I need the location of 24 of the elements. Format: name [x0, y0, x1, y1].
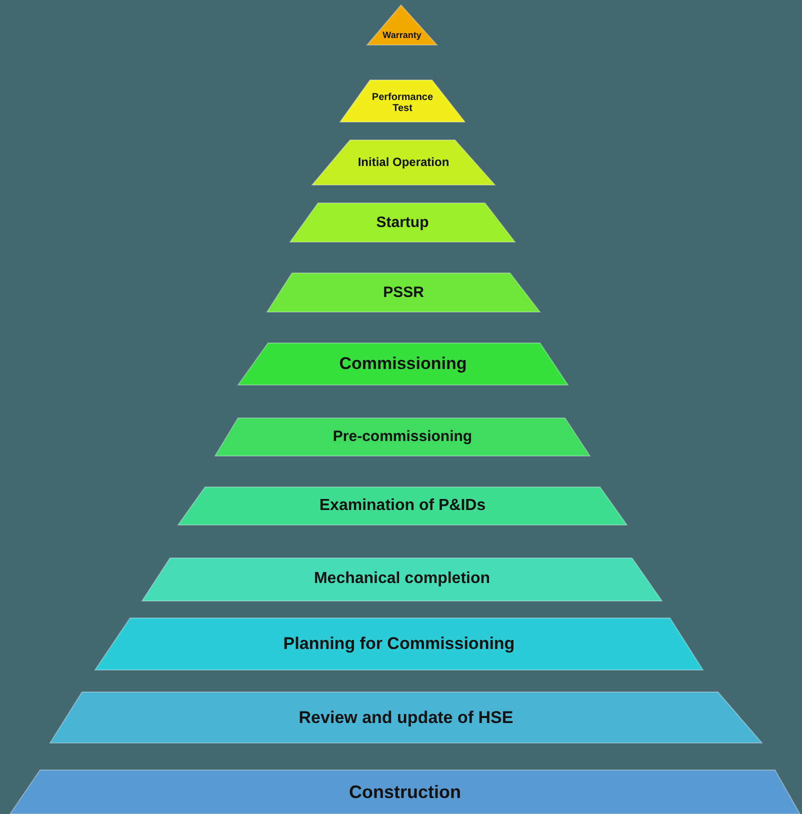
tier-label: Review and update of HSE [298, 708, 514, 728]
pyramid-tier [178, 487, 627, 525]
pyramid-tier [367, 5, 437, 45]
pyramid-tier [95, 618, 703, 670]
pyramid-tier [312, 140, 495, 185]
pyramid-tier [142, 558, 662, 601]
tier-label: Construction [349, 782, 461, 802]
tier-label: Pre-commissioning [332, 428, 472, 446]
tier-label: Initial Operation [356, 156, 450, 170]
pyramid-tier [215, 418, 590, 456]
pyramid-tier [238, 343, 568, 385]
tier-label: Planning for Commissioning [283, 634, 515, 654]
tier-label: Examination of P&IDs [319, 496, 486, 516]
tier-label: Performance Test [370, 92, 434, 114]
pyramid-tier [50, 692, 762, 743]
tier-label: Startup [376, 214, 429, 232]
tier-label: PSSR [383, 284, 424, 302]
pyramid-tier [340, 80, 465, 122]
tier-label: Warranty [382, 30, 422, 40]
pyramid-tier [290, 203, 515, 242]
pyramid-tier [10, 770, 800, 814]
pyramid-tier [267, 273, 540, 312]
tier-label: Commissioning [339, 354, 467, 374]
tier-label: Mechanical completion [314, 570, 490, 589]
